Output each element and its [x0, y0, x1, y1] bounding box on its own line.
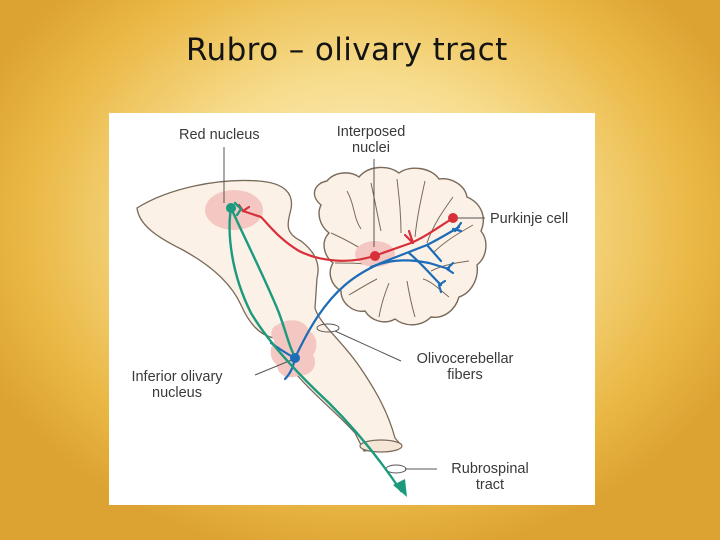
rubrospinal-label-line2: tract	[475, 477, 505, 493]
interposed-label-line2: nuclei	[352, 140, 390, 156]
interposed-label-line1: Interposed	[336, 124, 406, 140]
diagram-artwork	[136, 147, 487, 497]
rubrospinal-tract-label: Rubrospinal tract	[439, 461, 541, 493]
cerebellar-folia	[330, 178, 474, 318]
rubrospinal-arrowhead	[393, 479, 407, 497]
olivocerebellar-fiber-marker	[316, 323, 340, 333]
inferior-olivary-label-line2: nucleus	[152, 385, 202, 401]
inferior-olivary-nucleus-label: Inferior olivary nucleus	[111, 369, 243, 401]
inferior-olivary-nucleus-shape	[270, 320, 317, 378]
purkinje-cell-label: Purkinje cell	[490, 211, 569, 227]
red-nucleus-label: Red nucleus	[179, 127, 260, 143]
interposed-nuclei-label: Interposed nuclei	[321, 124, 421, 156]
slide-title: Rubro – olivary tract	[186, 32, 508, 68]
olivocerebellar-label-line2: fibers	[447, 367, 483, 383]
red-nucleus-neuron	[226, 203, 236, 213]
inferior-olive-neuron	[290, 353, 300, 363]
inferior-olivary-label-line1: Inferior olivary	[131, 369, 223, 385]
purkinje-cell-body	[448, 213, 458, 223]
olivocerebellar-label-line1: Olivocerebellar	[416, 351, 514, 367]
interposed-neuron	[370, 251, 380, 261]
neuroanatomy-diagram: Red nucleus Interposed nuclei Purkinje c…	[109, 113, 595, 505]
olivocerebellar-fibers-label: Olivocerebellar fibers	[401, 351, 529, 383]
rubrospinal-label-line1: Rubrospinal	[451, 461, 529, 477]
brainstem-shape	[136, 179, 403, 452]
rubrospinal-pathway	[228, 201, 403, 493]
